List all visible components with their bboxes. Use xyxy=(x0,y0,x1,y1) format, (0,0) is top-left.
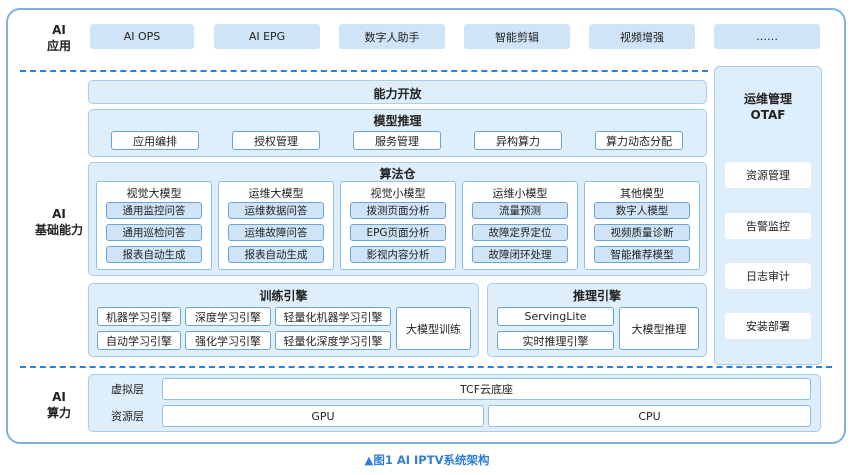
inference-item-heterogeneous-compute: 异构算力 xyxy=(474,131,562,150)
model-chip: 故障闭环处理 xyxy=(472,246,568,263)
model-card-ops-large: 运维大模型 运维数据问答 运维故障问答 报表自动生成 xyxy=(218,181,334,270)
model-card-ops-small: 运维小模型 流量预测 故障定界定位 故障闭环处理 xyxy=(462,181,578,270)
model-card-title: 运维大模型 xyxy=(248,187,304,200)
model-card-title: 视觉小模型 xyxy=(370,187,426,200)
inference-item-service-management: 服务管理 xyxy=(353,131,441,150)
layer-label-base-line1: AI xyxy=(52,207,66,221)
engine-realtime-inference: 实时推理引擎 xyxy=(497,331,614,350)
ops-item-alarm: 告警监控 xyxy=(725,213,811,239)
model-card-title: 运维小模型 xyxy=(492,187,548,200)
layer-label-app: AI 应用 xyxy=(36,22,82,54)
model-card-title: 视觉大模型 xyxy=(126,187,182,200)
model-chip: 通用监控问答 xyxy=(106,202,202,219)
engine-servinglite: ServingLite xyxy=(497,307,614,326)
engine-deep-learning: 深度学习引擎 xyxy=(185,307,271,326)
inference-item-authorization: 授权管理 xyxy=(232,131,320,150)
separator-top xyxy=(20,70,708,72)
layer-label-compute-line2: 算力 xyxy=(46,406,71,420)
model-chip: 影视内容分析 xyxy=(350,246,446,263)
layer-label-app-line2: 应用 xyxy=(46,39,71,53)
app-item-digital-human: 数字人助手 xyxy=(339,24,445,49)
engine-machine-learning: 机器学习引擎 xyxy=(97,307,181,326)
layer-label-compute: AI 算力 xyxy=(36,389,82,421)
algorithm-warehouse-title: 算法仓 xyxy=(379,167,416,181)
inference-item-dynamic-allocation: 算力动态分配 xyxy=(595,131,683,150)
model-chip: 报表自动生成 xyxy=(228,246,324,263)
resource-cpu: CPU xyxy=(488,405,811,427)
model-card-title: 其他模型 xyxy=(620,187,664,200)
ops-title-line1: 运维管理 xyxy=(743,92,792,106)
layer-label-base: AI 基础能力 xyxy=(28,206,90,238)
model-chip: 拨测页面分析 xyxy=(350,202,446,219)
engine-auto-learning: 自动学习引擎 xyxy=(97,331,181,350)
model-chip: 运维故障问答 xyxy=(228,224,324,241)
app-item-ai-ops: AI OPS xyxy=(90,24,194,49)
app-item-ai-epg: AI EPG xyxy=(214,24,320,49)
layer-label-app-line1: AI xyxy=(52,23,66,37)
ops-title-line2: OTAF xyxy=(750,108,786,122)
training-engine-title: 训练引擎 xyxy=(259,289,308,303)
engine-large-model-training: 大模型训练 xyxy=(396,307,471,350)
ops-title: 运维管理 OTAF xyxy=(715,91,821,123)
app-item-more: …… xyxy=(714,24,820,49)
layer-label-compute-line1: AI xyxy=(52,390,66,404)
engine-reinforcement-learning: 强化学习引擎 xyxy=(185,331,271,350)
virtual-layer-tcf: TCF云底座 xyxy=(162,378,811,400)
inference-item-app-orchestration: 应用编排 xyxy=(111,131,199,150)
model-chip: EPG页面分析 xyxy=(350,224,446,241)
app-item-smart-editing: 智能剪辑 xyxy=(464,24,570,49)
virtual-layer-label: 虚拟层 xyxy=(111,383,144,396)
model-card-other: 其他模型 数字人模型 视频质量诊断 智能推荐模型 xyxy=(584,181,700,270)
resource-gpu: GPU xyxy=(162,405,484,427)
model-chip: 智能推荐模型 xyxy=(594,246,690,263)
layer-label-base-line2: 基础能力 xyxy=(34,223,83,237)
capability-open-band: 能力开放 xyxy=(88,80,707,104)
figure-caption: ▲图1 AI IPTV系统架构 xyxy=(364,453,490,467)
engine-large-model-inference: 大模型推理 xyxy=(619,307,699,350)
model-card-vision-large: 视觉大模型 通用监控问答 通用巡检问答 报表自动生成 xyxy=(96,181,212,270)
ops-management-panel: 运维管理 OTAF 资源管理 告警监控 日志审计 安装部署 xyxy=(714,66,822,365)
ops-item-log-audit: 日志审计 xyxy=(725,263,811,289)
model-chip: 通用巡检问答 xyxy=(106,224,202,241)
app-item-video-enhance: 视频增强 xyxy=(589,24,695,49)
model-chip: 流量预测 xyxy=(472,202,568,219)
engine-light-machine-learning: 轻量化机器学习引擎 xyxy=(275,307,391,326)
model-chip: 数字人模型 xyxy=(594,202,690,219)
model-card-vision-small: 视觉小模型 拨测页面分析 EPG页面分析 影视内容分析 xyxy=(340,181,456,270)
model-chip: 视频质量诊断 xyxy=(594,224,690,241)
model-chip: 报表自动生成 xyxy=(106,246,202,263)
model-chip: 运维数据问答 xyxy=(228,202,324,219)
resource-layer-label: 资源层 xyxy=(111,410,144,423)
ops-item-deploy: 安装部署 xyxy=(725,313,811,339)
capability-open-title: 能力开放 xyxy=(373,87,422,101)
ops-item-resource: 资源管理 xyxy=(725,162,811,188)
engine-light-deep-learning: 轻量化深度学习引擎 xyxy=(275,331,391,350)
inference-engine-title: 推理引擎 xyxy=(572,289,621,303)
model-chip: 故障定界定位 xyxy=(472,224,568,241)
separator-bottom xyxy=(20,366,832,368)
model-inference-title: 模型推理 xyxy=(373,114,422,128)
